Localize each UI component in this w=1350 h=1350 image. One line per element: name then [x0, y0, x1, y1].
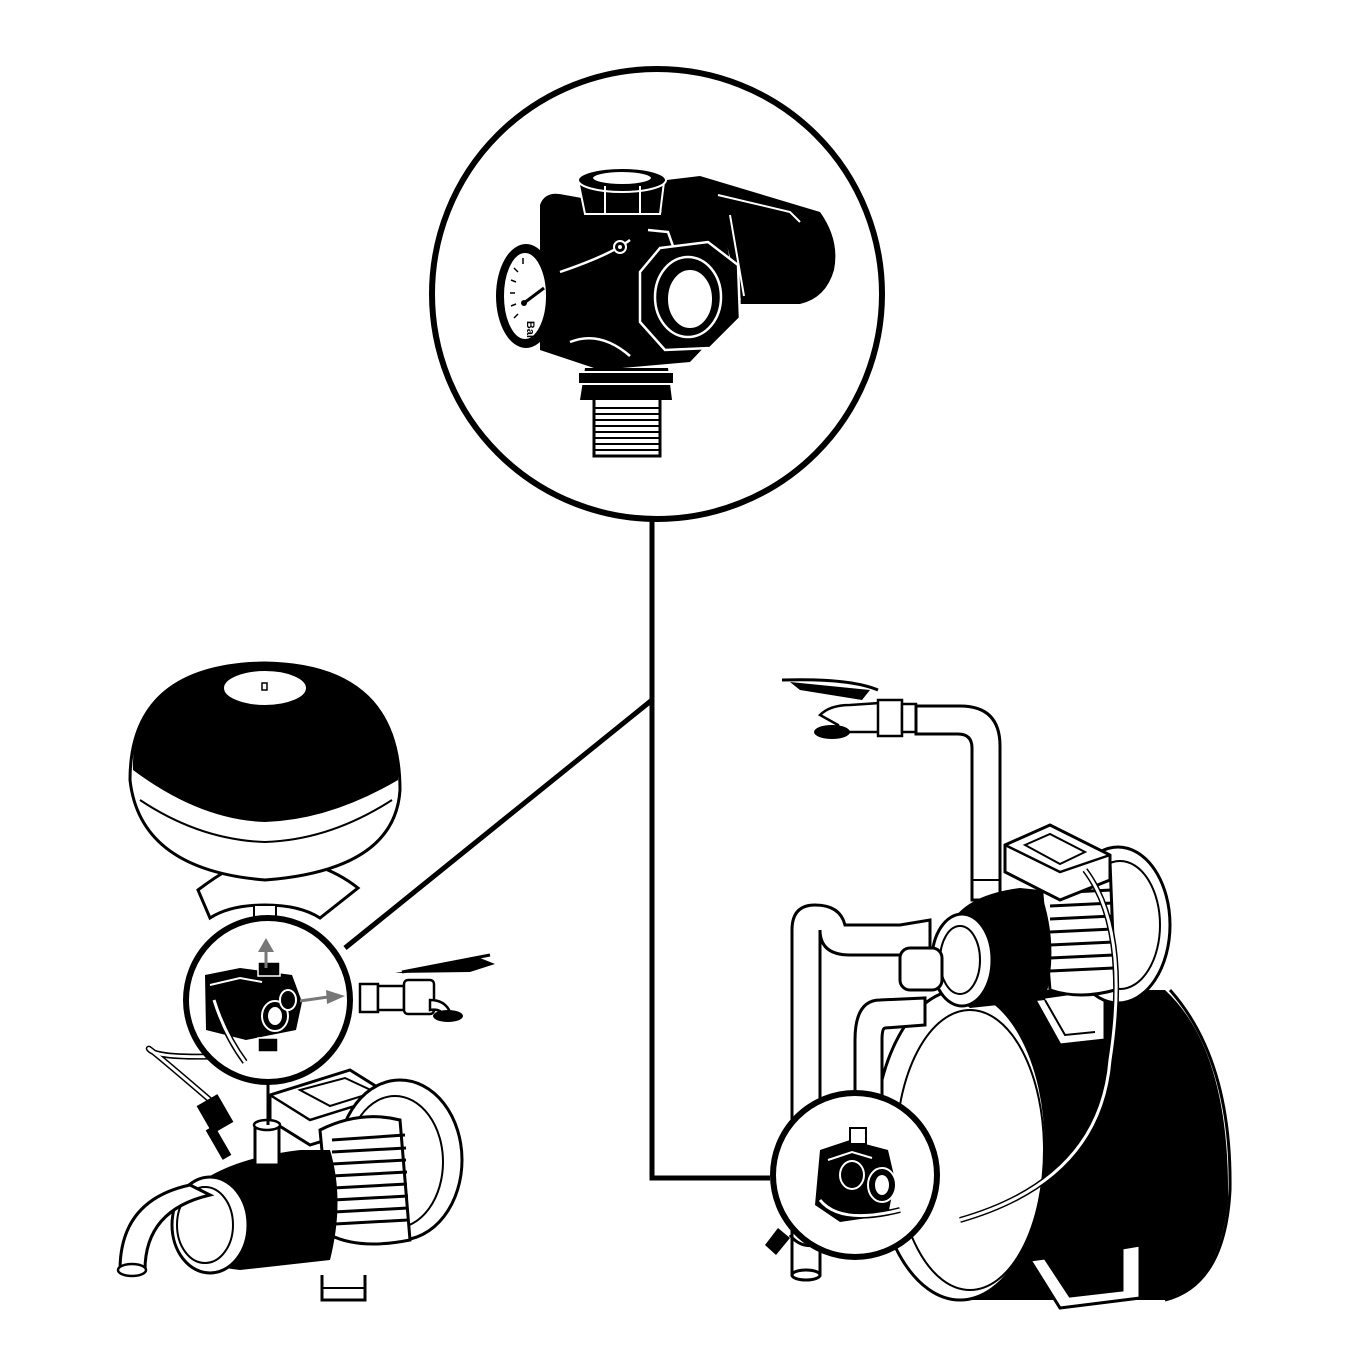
power-plug [196, 1094, 234, 1160]
expansion-tank-icon [128, 661, 402, 928]
left-detail-magnifier [183, 915, 353, 1125]
pressure-switch-magnifier: Bar [429, 66, 885, 522]
side-outlet [638, 240, 742, 352]
expansion-tank-icon [872, 988, 1232, 1310]
tap-icon [358, 953, 495, 1022]
pump-icon [930, 823, 1172, 1223]
callout-connectors [343, 515, 770, 1181]
pressure-switch-icon: Bar [496, 167, 836, 458]
gauge-unit-label: Bar [524, 321, 536, 340]
pressure-gauge-icon: Bar [496, 244, 556, 348]
top-nut [576, 167, 667, 215]
threaded-nipple [577, 368, 675, 458]
connector-to-right-detail [649, 515, 770, 1181]
tap-icon [781, 678, 918, 739]
pump-icon [116, 1045, 464, 1302]
left-installation [116, 661, 495, 1302]
right-detail-magnifier [765, 1090, 940, 1260]
pressure-switch-icon [815, 1127, 901, 1222]
gauge-needle [523, 286, 545, 305]
pressure-switch-icon [205, 961, 302, 1064]
flow-arrows [258, 938, 345, 1004]
outlet-pipe [914, 704, 1002, 902]
connector-to-left-detail [343, 698, 654, 950]
power-plug [765, 1228, 816, 1255]
right-installation [765, 678, 1232, 1310]
